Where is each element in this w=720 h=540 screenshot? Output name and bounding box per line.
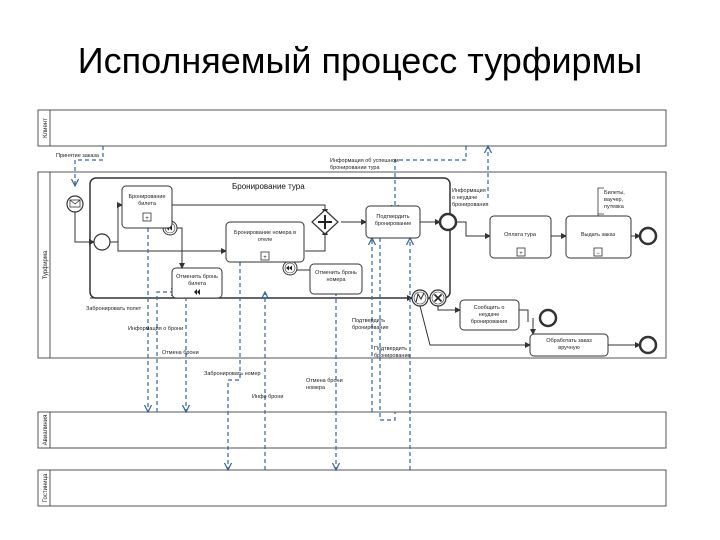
compensation-marker-icon [194,289,200,295]
flow-label-ticket-info: Информация о брони [128,326,183,332]
collapsed-marker-icon: + [519,251,523,257]
subprocess-title: Бронирование тура [232,182,305,191]
annotation-tickets: Билеты,ваучер,путевка [597,187,625,216]
task-issue-order: Выдать заказ − [565,215,632,259]
error-boundary-event [411,289,429,307]
text-line: бронирование [375,221,412,227]
text-line: неудаче [479,312,500,318]
text-line: бронирование [352,325,389,331]
text-line: Подтвердить [376,214,409,220]
text-line: Оплата тура [504,232,537,238]
text-line: Бронирование [128,194,165,200]
collapsed-marker-icon: + [263,255,267,261]
lane-label-airline: Авиалиния [43,415,49,446]
text-line: Информация об успешном [330,158,399,164]
collapsed-minus-marker-icon: − [596,251,600,257]
subprocess-end-event [438,212,458,232]
end-event-manual [638,335,658,355]
flow-label-order-request: Принятие заказа [56,153,100,159]
message-flows [75,146,488,470]
annotation-tickets-text: Билеты,ваучер,путевка [604,190,625,210]
text-line: номера [326,277,346,283]
text-line: Выдать заказ [581,232,616,238]
cancel-boundary-event [429,289,447,307]
text-line: Забронировать номер [204,371,261,377]
end-event-issued [638,226,658,246]
text-line: Отменить бронь [176,274,218,280]
text-line: вручную [558,345,579,351]
compensation-event-room [282,260,298,276]
text-line: Отмена брони [306,378,343,384]
text-line: Сообщить о [474,305,505,311]
lane-client: Клиент [37,109,667,147]
text-line: ваучер, [604,197,624,203]
text-line: Информация о брони [128,326,183,332]
flow-label-book-flight: Забронировать полет [86,306,142,312]
text-line: бронировании тура [330,165,380,171]
text-line: билета [138,201,157,207]
text-line: Бронирование номера в [234,230,296,236]
lane-label-agency: Турфирма [43,250,49,279]
text-line: Инфо брони [252,394,283,400]
collapsed-marker-icon: + [145,216,149,222]
end-event-notified [538,308,558,328]
text-line: билета [188,281,207,287]
lane-airline: Авиалиния [37,411,667,449]
text-line: Отменить бронь [315,270,357,276]
lane-label-hotel: Гостиница [43,473,49,502]
text-line: Подтвердить [352,318,385,324]
flow-label-room-info: Инфо брони [252,394,283,400]
text-line: бронирования [452,202,489,208]
parallel-gateway [311,209,339,235]
text-line: бронирование [374,353,411,359]
text-line: Билеты, [604,190,625,196]
flow-label-book-room: Забронировать номер [204,371,261,377]
text-line: Обработать заказ [546,338,592,344]
task-issue-order-label: Выдать заказ [581,232,616,238]
task-pay-tour: Оплата тура + [489,215,552,259]
task-pay-tour-label: Оплата тура [504,232,537,238]
text-line: Подтвердить [374,346,407,352]
text-line: Забронировать полет [86,306,142,312]
lane-label-client: Клиент [43,118,49,138]
text-line: о неудаче [452,195,477,201]
lane-hotel: Гостиница [37,469,667,507]
text-line: номера [306,385,326,391]
text-line: Информация [452,188,486,194]
text-line: Принятие заказа [56,153,100,159]
text-line: Отмена брони [162,350,199,356]
subprocess-start-event [93,233,111,251]
text-line: бронирования [471,319,508,325]
text-line: отеле [258,237,273,243]
text-line: путевка [604,204,625,210]
flow-label-ticket-cancel: Отмена брони [162,350,199,356]
slide-title: Исполняемый процесс турфирмы [77,40,643,81]
start-message-event [66,195,84,213]
